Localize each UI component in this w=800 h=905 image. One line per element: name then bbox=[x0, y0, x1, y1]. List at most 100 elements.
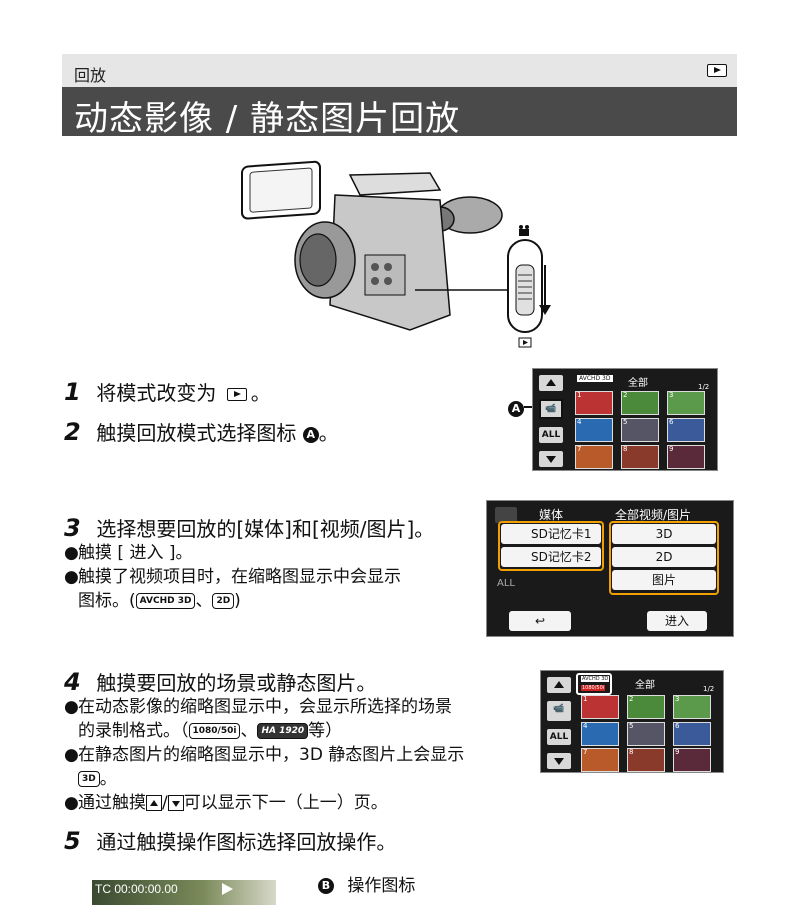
thumb-number: 9 bbox=[669, 445, 674, 453]
thumb-number: 1 bbox=[577, 391, 582, 399]
thumbnail[interactable] bbox=[673, 722, 711, 746]
thumbnail[interactable] bbox=[673, 695, 711, 719]
bullet: ● bbox=[64, 697, 79, 717]
type-3d-button[interactable]: 3D bbox=[612, 524, 716, 544]
play-icon bbox=[518, 337, 532, 348]
bullet-text: 等） bbox=[308, 721, 343, 741]
type-column-header: 全部视频/图片 bbox=[615, 508, 692, 522]
screen-header: 全部 bbox=[635, 680, 655, 691]
title-bar: 动态影像 / 静态图片回放 bbox=[62, 87, 737, 139]
thumbnail[interactable] bbox=[575, 418, 613, 442]
thumbnail[interactable] bbox=[581, 748, 619, 772]
playback-image bbox=[92, 880, 276, 905]
thumbnail[interactable] bbox=[581, 695, 619, 719]
page-indicator: 1/2 bbox=[698, 383, 710, 391]
legend-label: 操作图标 bbox=[347, 876, 416, 896]
type-label: 2D bbox=[655, 550, 673, 564]
thumbnail[interactable] bbox=[621, 391, 659, 415]
marker-b: B bbox=[318, 878, 334, 894]
page-up-button[interactable] bbox=[547, 677, 571, 693]
media-sd2-button[interactable]: SD记忆卡2 bbox=[501, 547, 601, 567]
step-number: 2 bbox=[64, 418, 81, 446]
thumbnail[interactable] bbox=[621, 418, 659, 442]
media-highlight bbox=[498, 521, 604, 571]
thumbnail[interactable] bbox=[627, 722, 665, 746]
bullet: ● bbox=[64, 793, 79, 813]
thumbnail[interactable] bbox=[627, 748, 665, 772]
step-3: 3 选择想要回放的[媒体]和[视频/图片]。 bbox=[64, 513, 434, 542]
play-mode-icon bbox=[226, 388, 247, 401]
play-icon bbox=[222, 883, 233, 895]
thumbnail[interactable] bbox=[667, 445, 705, 469]
bullet: ● bbox=[64, 543, 79, 563]
enter-button[interactable]: 进入 bbox=[647, 611, 707, 631]
bullet-text: 图标。( bbox=[78, 591, 136, 611]
step-number: 4 bbox=[64, 668, 81, 696]
slash: / bbox=[162, 793, 168, 813]
thumbnail[interactable] bbox=[667, 418, 705, 442]
2d-tag: 2D bbox=[212, 593, 235, 609]
thumb-number: 8 bbox=[629, 748, 634, 756]
step-text: 触摸要回放的场景或静态图片。 bbox=[96, 671, 377, 695]
type-photo-button[interactable]: 图片 bbox=[612, 570, 716, 590]
operation-icon-legend: B 操作图标 bbox=[318, 871, 415, 896]
thumbnail[interactable] bbox=[627, 695, 665, 719]
bullet-text: 触摸了视频项目时，在缩略图显示中会显示 bbox=[78, 567, 401, 587]
type-label: 3D bbox=[655, 527, 673, 541]
thumbnail[interactable] bbox=[575, 391, 613, 415]
step-number: 5 bbox=[64, 827, 81, 855]
step-text-end: 。 bbox=[250, 381, 271, 405]
playback-mode-icon[interactable]: 📹 bbox=[539, 399, 563, 419]
step-text: 将模式改变为 bbox=[96, 381, 217, 405]
type-label: 图片 bbox=[651, 573, 676, 587]
bullet-text: 在动态影像的缩略图显示中，会显示所选择的场景 bbox=[78, 697, 452, 717]
thumbnail[interactable] bbox=[673, 748, 711, 772]
all-button[interactable]: ALL bbox=[547, 729, 571, 745]
thumbnail[interactable] bbox=[667, 391, 705, 415]
step-4-bullets: ●在动态影像的缩略图显示中，会显示所选择的场景 的录制格式。（1080/50i、… bbox=[64, 695, 534, 815]
thumb-number: 4 bbox=[583, 722, 588, 730]
thumbnail-screen-1: 📹 ALL AVCHD 3D 全部 1/2 1 2 3 4 5 6 7 8 9 bbox=[532, 368, 718, 471]
all-button[interactable]: ALL bbox=[539, 427, 563, 443]
playback-screen: TC 00:00:00.00 bbox=[92, 880, 276, 905]
media-column-header: 媒体 bbox=[539, 508, 564, 522]
thumb-number: 7 bbox=[577, 445, 582, 453]
page-down-button[interactable] bbox=[539, 451, 563, 467]
thumb-number: 1 bbox=[583, 695, 588, 703]
thumbnail[interactable] bbox=[621, 445, 659, 469]
page-down-button[interactable] bbox=[547, 753, 571, 769]
marker-line bbox=[524, 406, 538, 408]
thumb-number: 9 bbox=[675, 748, 680, 756]
thumbnail[interactable] bbox=[581, 722, 619, 746]
marker-a: A bbox=[508, 400, 524, 417]
avchd-badge: AVCHD 3D bbox=[577, 375, 613, 382]
scroll-up-button[interactable] bbox=[495, 507, 517, 523]
step-4: 4 触摸要回放的场景或静态图片。 bbox=[64, 667, 376, 696]
thumb-number: 2 bbox=[629, 695, 634, 703]
marker-a-callout: A bbox=[508, 398, 524, 417]
thumb-number: 5 bbox=[623, 418, 628, 426]
thumb-number: 6 bbox=[669, 418, 674, 426]
thumb-number: 2 bbox=[623, 391, 628, 399]
thumb-number: 3 bbox=[669, 391, 674, 399]
movie-icon bbox=[519, 225, 529, 236]
media-sd1-button[interactable]: SD记忆卡1 bbox=[501, 524, 601, 544]
bullet-text: 的录制格式。（ bbox=[78, 721, 189, 741]
type-2d-button[interactable]: 2D bbox=[612, 547, 716, 567]
playback-mode-icon[interactable]: 📹 bbox=[547, 701, 571, 721]
thumbnail[interactable] bbox=[575, 445, 613, 469]
page-title: 动态影像 / 静态图片回放 bbox=[74, 99, 461, 139]
screen-header: 全部 bbox=[628, 378, 648, 389]
thumb-number: 4 bbox=[577, 418, 582, 426]
bullet-text: 通过触摸 bbox=[78, 793, 146, 813]
type-highlight bbox=[609, 521, 719, 595]
all-button[interactable]: ALL bbox=[497, 578, 515, 589]
page-up-button[interactable] bbox=[539, 375, 563, 391]
thumb-number: 7 bbox=[583, 748, 588, 756]
bullet-text: 可以显示下一（上一）页。 bbox=[183, 793, 388, 813]
step-3-bullets: ●触摸 [ 进入 ]。 ●触摸了视频项目时，在缩略图显示中会显示 图标。(AVC… bbox=[64, 541, 474, 613]
thumb-number: 5 bbox=[629, 722, 634, 730]
back-icon: ↩ bbox=[534, 614, 546, 628]
section-header: 回放 bbox=[62, 54, 737, 87]
back-button[interactable]: ↩ bbox=[509, 611, 571, 631]
